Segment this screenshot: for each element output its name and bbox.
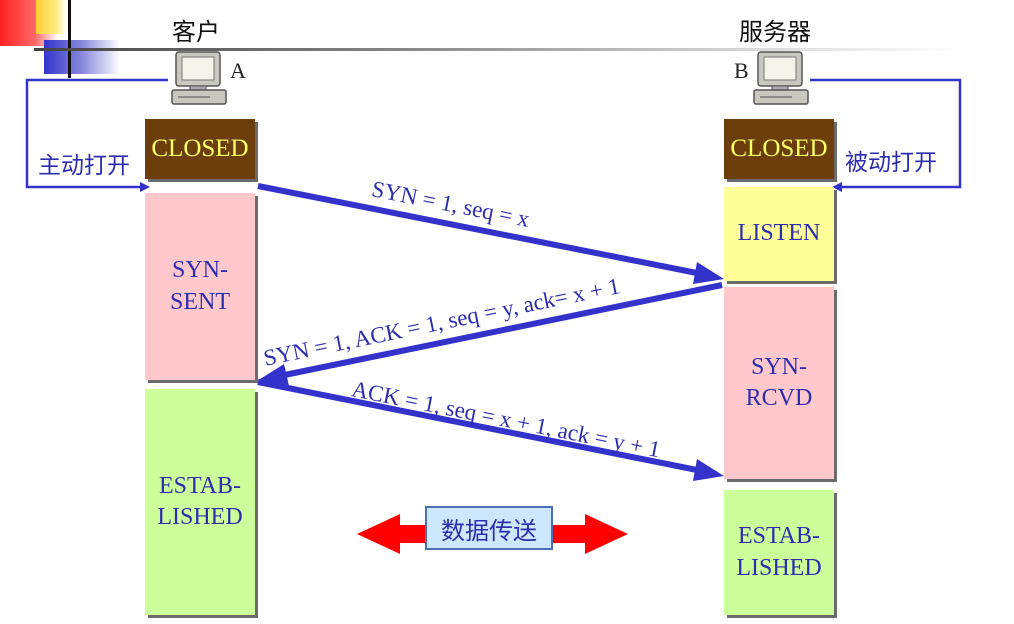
corner-decoration-yellow [36, 0, 66, 34]
passive-open-loop [810, 78, 962, 189]
active-open-label: 主动打开 [38, 153, 130, 179]
server-host-label: B [734, 58, 749, 83]
active-open-arrowhead [140, 182, 150, 192]
segment-arrow-synack [269, 282, 723, 381]
server-state-syn-rcvd: SYN- RCVD [724, 287, 834, 479]
corner-decoration-blue [44, 40, 120, 74]
segment-arrowhead-syn [693, 262, 724, 284]
server-title: 服务器 [739, 18, 811, 46]
data-transfer-arrow-left [357, 514, 428, 554]
passive-open-arrowhead [832, 182, 842, 192]
segment-arrowhead-ack [693, 459, 724, 481]
server-computer-icon [753, 51, 809, 105]
title-rule [34, 48, 964, 51]
data-transfer-label: 数据传送 [425, 506, 553, 550]
corner-decoration-line [68, 0, 71, 78]
passive-open-label: 被动打开 [845, 150, 937, 176]
server-state-listen: LISTEN [724, 187, 834, 281]
segment-arrow-ack [257, 379, 713, 476]
server-state-closed: CLOSED [724, 119, 834, 179]
active-open-loop [25, 78, 168, 189]
client-host-label: A [230, 58, 246, 83]
client-state-closed: CLOSED [145, 119, 255, 179]
client-state-established: ESTAB- LISHED [145, 389, 255, 615]
segment-arrow-syn [257, 183, 713, 279]
client-title: 客户 [172, 18, 220, 46]
client-computer-icon [171, 51, 227, 105]
data-transfer-arrow-right [552, 514, 628, 554]
client-state-syn-sent: SYN- SENT [145, 193, 255, 380]
server-state-established: ESTAB- LISHED [724, 490, 834, 615]
